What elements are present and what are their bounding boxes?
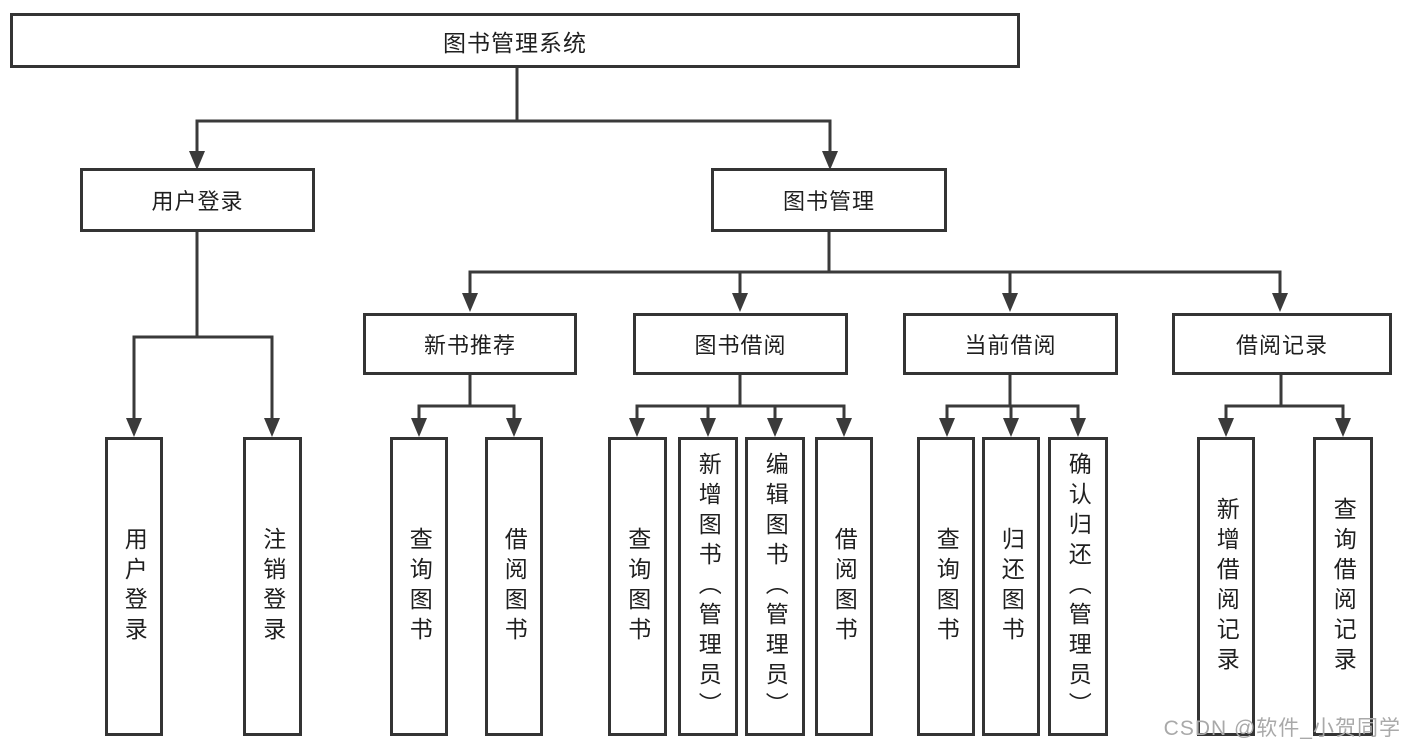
node-borrowing-records: 借阅记录 — [1172, 313, 1392, 375]
leaf-label: 借阅图书 — [501, 526, 528, 647]
leaf-label: 注销登录 — [259, 526, 286, 647]
node-label: 借阅记录 — [1235, 333, 1328, 358]
leaf-user-login: 用户登录 — [105, 437, 163, 736]
leaf-label: 确认归还（管理员） — [1065, 451, 1092, 722]
leaf-label: 新增借阅记录 — [1213, 496, 1240, 677]
leaf-query-books-1: 查询图书 — [390, 437, 448, 736]
node-label: 图书借阅 — [694, 333, 787, 358]
leaf-label: 查询图书 — [933, 526, 960, 647]
leaf-query-books-2: 查询图书 — [608, 437, 667, 736]
leaf-borrow-books-2: 借阅图书 — [815, 437, 873, 736]
leaf-edit-books-admin: 编辑图书（管理员） — [745, 437, 805, 736]
leaf-label: 查询图书 — [624, 526, 651, 647]
leaf-label: 归还图书 — [998, 526, 1025, 647]
node-new-book-recommendation: 新书推荐 — [363, 313, 577, 375]
node-book-management: 图书管理 — [711, 168, 947, 232]
leaf-query-books-3: 查询图书 — [917, 437, 975, 736]
node-label: 图书管理 — [782, 189, 875, 214]
leaf-return-books: 归还图书 — [982, 437, 1040, 736]
node-label: 新书推荐 — [423, 333, 516, 358]
node-current-borrowing: 当前借阅 — [903, 313, 1118, 375]
watermark: CSDN @软件_小贺同学 — [1163, 717, 1401, 740]
leaf-confirm-return-admin: 确认归还（管理员） — [1048, 437, 1108, 736]
leaf-add-borrow-record: 新增借阅记录 — [1197, 437, 1255, 736]
leaf-borrow-books-1: 借阅图书 — [485, 437, 543, 736]
node-label: 图书管理系统 — [443, 29, 587, 56]
node-label: 当前借阅 — [964, 333, 1057, 358]
leaf-label: 新增图书（管理员） — [695, 451, 722, 722]
leaf-add-books-admin: 新增图书（管理员） — [678, 437, 738, 736]
node-library-management-system: 图书管理系统 — [10, 13, 1020, 68]
node-user-login: 用户登录 — [80, 168, 315, 232]
leaf-logout: 注销登录 — [243, 437, 302, 736]
leaf-query-borrow-record: 查询借阅记录 — [1313, 437, 1373, 736]
node-label: 用户登录 — [151, 189, 244, 214]
leaf-label: 借阅图书 — [831, 526, 858, 647]
leaf-label: 用户登录 — [121, 526, 148, 647]
leaf-label: 查询图书 — [406, 526, 433, 647]
leaf-label: 查询借阅记录 — [1330, 496, 1357, 677]
node-book-borrowing: 图书借阅 — [633, 313, 848, 375]
leaf-label: 编辑图书（管理员） — [762, 451, 789, 722]
